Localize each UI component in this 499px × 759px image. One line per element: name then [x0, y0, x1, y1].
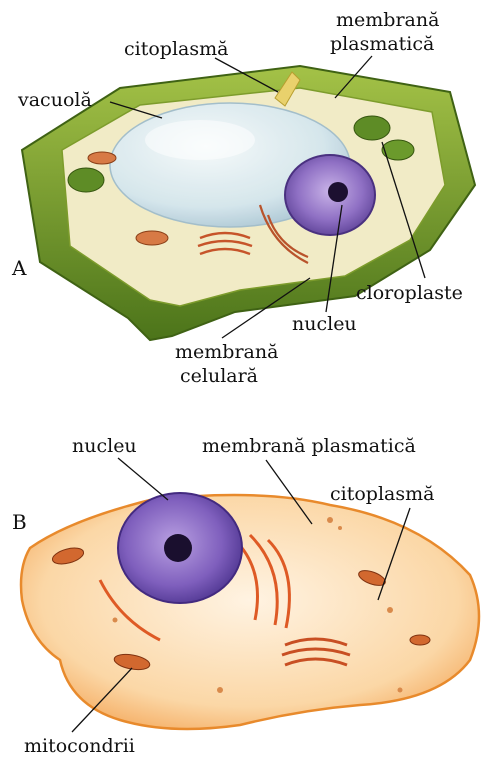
label-nucleu-b: nucleu	[72, 435, 137, 457]
animal-cell	[21, 493, 479, 729]
nucleolus-a	[328, 182, 348, 202]
cell-body-b	[21, 495, 479, 729]
figure-letter-b: B	[12, 510, 27, 534]
label-membrana-celulara-line2: celulară	[180, 365, 258, 387]
vacuole-highlight	[145, 120, 255, 160]
label-mitocondrii: mitocondrii	[24, 735, 135, 757]
figure-letter-a: A	[11, 256, 27, 280]
label-membrana-plasmatica-a-line2: plasmatică	[330, 33, 434, 55]
label-citoplasma-b: citoplasmă	[330, 483, 434, 505]
label-cloroplaste: cloroplaste	[356, 282, 463, 304]
leader-nucleu-b	[118, 458, 168, 500]
label-membrana-plasmatica-b: membrană plasmatică	[202, 435, 416, 457]
label-membrana-plasmatica-a-line1: membrană	[336, 9, 439, 31]
nucleolus-b	[164, 534, 192, 562]
label-citoplasma-a: citoplasmă	[124, 38, 228, 60]
label-membrana-celulara-line1: membrană	[175, 341, 278, 363]
label-vacuola: vacuolă	[17, 89, 92, 111]
label-nucleu-a: nucleu	[292, 313, 357, 335]
